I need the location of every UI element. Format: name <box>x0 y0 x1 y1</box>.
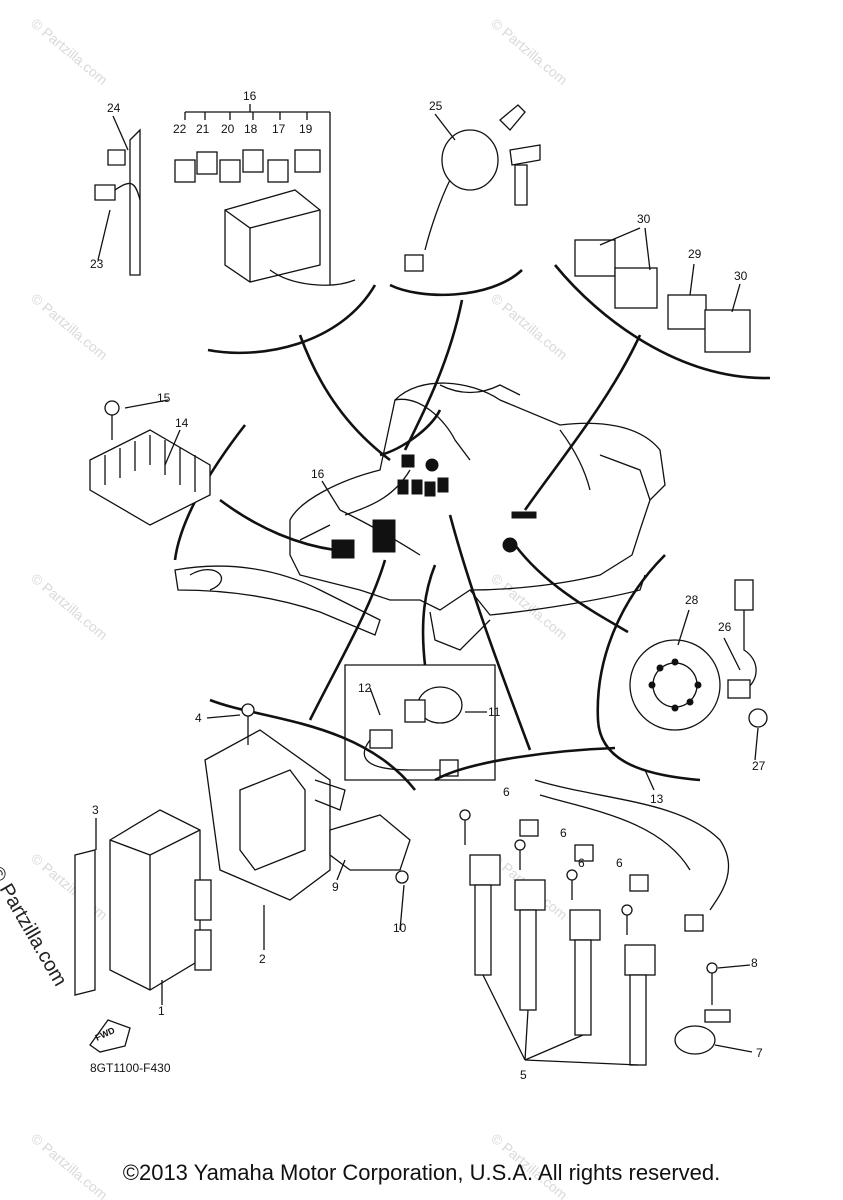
callout-label: 8 <box>751 956 758 970</box>
sensor-group <box>344 664 496 781</box>
callout-label: 12 <box>358 681 372 695</box>
callout-label: 6 <box>578 856 585 870</box>
callout-label: 7 <box>756 1046 763 1060</box>
callout-label: 24 <box>107 101 121 115</box>
watermark: © Partzilla.com <box>28 570 111 643</box>
ecu-group <box>74 698 417 1053</box>
callout-label: 27 <box>752 759 766 773</box>
callout-label: 28 <box>685 593 699 607</box>
callout-label: 9 <box>332 880 339 894</box>
regulator-group <box>89 400 247 561</box>
leader-lines <box>219 299 642 751</box>
callout-label: 18 <box>244 122 258 136</box>
callout-label: 17 <box>272 122 286 136</box>
diagram-code: 8GT1100-F430 <box>90 1061 171 1075</box>
callout-labels: 1 2 3 4 5 6 6 6 6 7 8 9 10 11 12 13 14 1… <box>90 89 766 1082</box>
watermark: © Partzilla.com <box>488 290 571 363</box>
watermark: © Partzilla.com <box>488 15 571 88</box>
callout-label: 11 <box>488 705 501 719</box>
callout-label: 16 <box>311 467 325 481</box>
callout-label: 19 <box>299 122 313 136</box>
callout-label: 6 <box>503 785 510 799</box>
callout-label: 6 <box>560 826 567 840</box>
callout-label: 25 <box>429 99 443 113</box>
watermark: © Partzilla.com <box>28 15 111 88</box>
harness-blob <box>372 519 396 553</box>
fuse-box-group <box>94 104 377 355</box>
callout-label: 16 <box>243 89 257 103</box>
callout-label: 6 <box>616 856 623 870</box>
callout-label: 13 <box>650 792 664 806</box>
main-switch-group <box>389 104 541 297</box>
snowmobile-outline <box>174 382 666 651</box>
callout-label: 3 <box>92 803 99 817</box>
callout-label: 5 <box>520 1068 527 1082</box>
callout-label: 2 <box>259 952 266 966</box>
engine-ecu-blob <box>331 539 355 559</box>
callout-label: 21 <box>196 122 210 136</box>
pickup-group <box>596 554 768 782</box>
watermark: © Partzilla.com <box>28 290 111 363</box>
callout-label: 20 <box>221 122 235 136</box>
ignition-coil-group <box>434 746 731 1066</box>
callout-label: 23 <box>90 257 104 271</box>
callout-label: 26 <box>718 620 732 634</box>
callout-label: 30 <box>637 212 651 226</box>
relay-group <box>553 239 771 380</box>
callout-label: 30 <box>734 269 748 283</box>
copyright-notice: ©2013 Yamaha Motor Corporation, U.S.A. A… <box>122 1160 721 1185</box>
callout-label: 4 <box>195 711 202 725</box>
watermark: © Partzilla.com <box>28 850 111 923</box>
callout-label: 22 <box>173 122 187 136</box>
callout-leaders <box>95 113 759 1053</box>
callout-label: 14 <box>175 416 189 430</box>
callout-label: 1 <box>158 1004 165 1018</box>
callout-label: 29 <box>688 247 702 261</box>
callout-label: 15 <box>157 391 171 405</box>
